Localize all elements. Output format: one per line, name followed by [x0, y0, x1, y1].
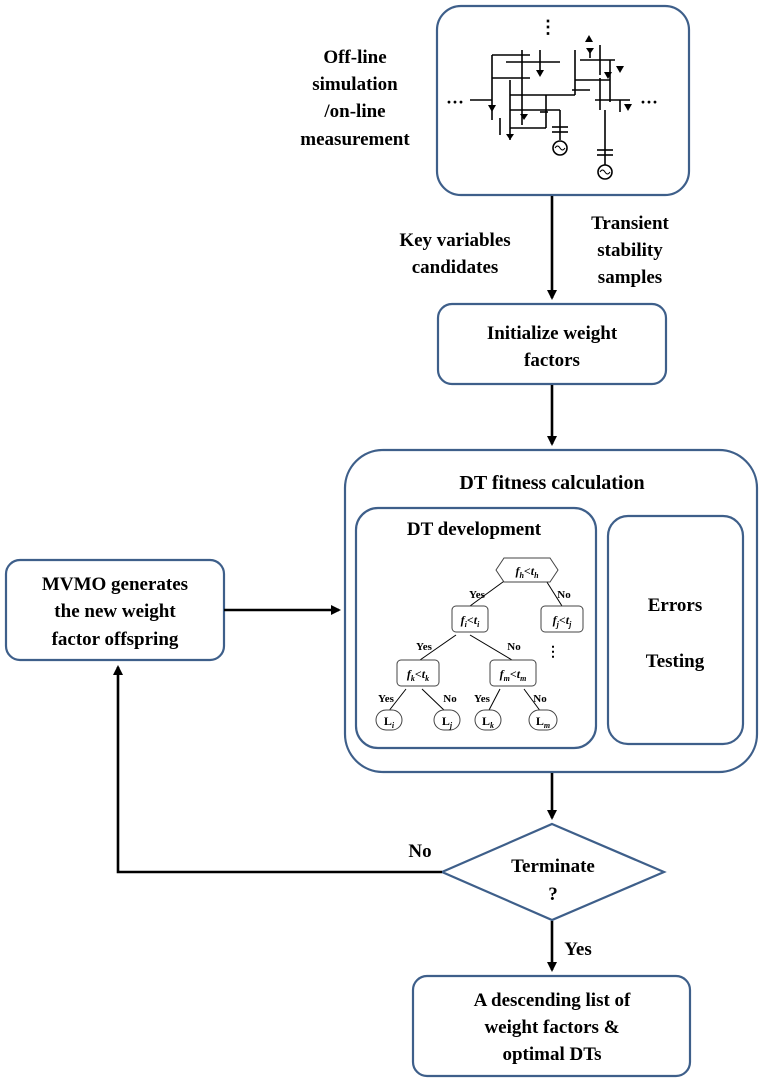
- tree-yes-2: Yes: [416, 641, 433, 653]
- tree-leaf-j: [433, 709, 461, 731]
- tree-node-right-text: fj<tj: [553, 613, 572, 629]
- output-box: [411, 974, 692, 1078]
- yes-label: Yes: [564, 939, 591, 960]
- tree-node-left-right: [489, 659, 537, 687]
- vertical-ellipsis: ⋮: [539, 17, 557, 37]
- tree-no-4: No: [533, 693, 547, 705]
- tree-leaf-i-text: Li: [384, 714, 395, 730]
- initialize-box: [436, 302, 668, 386]
- tree-yes-4: Yes: [474, 693, 491, 705]
- fitness-title: DT fitness calculation: [459, 472, 644, 494]
- tree-no-3: No: [443, 693, 457, 705]
- power-system-box: [435, 4, 691, 197]
- tree-leaf-m-text: Lm: [536, 714, 550, 730]
- tree-node-left-text: fi<ti: [461, 613, 480, 629]
- tree-node-left: [451, 605, 489, 633]
- terminate-question: ?: [548, 884, 558, 905]
- mvmo-label-line1: MVMO generates: [42, 574, 188, 595]
- tree-node-left-right-text: fm<tm: [500, 667, 527, 683]
- output-label-line3: optimal DTs: [502, 1044, 601, 1065]
- generator-symbol-icon: [554, 145, 611, 175]
- no-label: No: [408, 841, 431, 862]
- svg-text:Transient: Transient: [591, 213, 669, 234]
- svg-text:/on-line: /on-line: [323, 101, 385, 122]
- testing-label: Testing: [646, 651, 705, 672]
- svg-text:measurement: measurement: [300, 129, 410, 150]
- svg-text:Off-line: Off-line: [323, 47, 386, 68]
- tree-leaf-i: [375, 709, 403, 731]
- tree-leaf-k-text: Lk: [482, 714, 494, 730]
- svg-text:samples: samples: [598, 267, 662, 288]
- output-label-line1: A descending list of: [474, 990, 631, 1011]
- initialize-label-line1: Initialize weight: [487, 323, 618, 344]
- svg-text:candidates: candidates: [412, 257, 499, 278]
- load-arrows-icon: [488, 35, 632, 140]
- tree-no-1: No: [557, 589, 571, 601]
- tree-leaf-k: [474, 709, 502, 731]
- mvmo-label-line2: the new weight: [54, 601, 176, 622]
- power-network-icon: [470, 45, 630, 180]
- tree-root-text: fh<th: [515, 564, 539, 580]
- transient-samples-label: Transient stability samples: [591, 213, 669, 288]
- svg-text:Key variables: Key variables: [399, 230, 510, 251]
- tree-node-left-left-text: fk<tk: [407, 667, 429, 683]
- errors-label: Errors: [648, 595, 703, 616]
- horizontal-ellipsis-left: ···: [446, 92, 464, 112]
- terminate-label: Terminate: [511, 856, 595, 877]
- mvmo-label-line3: factor offspring: [52, 629, 179, 650]
- key-variables-label: Key variables candidates: [399, 230, 510, 278]
- tree-node-right: [540, 605, 584, 633]
- tree-yes-1: Yes: [469, 589, 486, 601]
- source-label: Off-line simulation /on-line measurement: [300, 47, 410, 150]
- output-label-line2: weight factors &: [484, 1017, 619, 1038]
- tree-root-node: [495, 557, 559, 583]
- decision-tree-edges: [387, 578, 563, 713]
- dt-development-title: DT development: [407, 519, 542, 540]
- tree-leaf-m: [528, 709, 558, 731]
- errors-testing-box: [606, 514, 745, 746]
- tree-yes-3: Yes: [378, 693, 395, 705]
- tree-no-2: No: [507, 641, 521, 653]
- svg-text:simulation: simulation: [312, 74, 398, 95]
- initialize-label-line2: factors: [524, 350, 580, 371]
- terminate-decision: [439, 822, 667, 922]
- tree-ellipsis: ⋮: [546, 645, 560, 660]
- tree-leaf-j-text: Lj: [442, 714, 453, 730]
- arrow-no-to-mvmo: [113, 665, 442, 874]
- horizontal-ellipsis-right: ···: [640, 92, 658, 112]
- tree-node-left-left: [396, 659, 440, 687]
- svg-text:stability: stability: [597, 240, 663, 261]
